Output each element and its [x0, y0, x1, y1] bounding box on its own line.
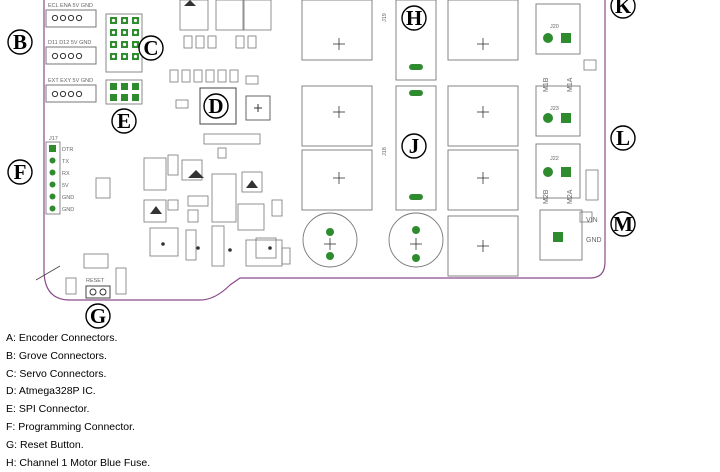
vin-label: VIN: [586, 217, 598, 224]
gnd-label: GND: [586, 237, 602, 244]
svg-text:L: L: [616, 126, 630, 150]
legend-item-b: B: Grove Connectors.: [6, 349, 107, 362]
j17-label: J17: [49, 136, 58, 142]
spi-connector: [105, 79, 143, 105]
callout-l: L: [610, 125, 636, 151]
enc-top-label: ECL ENA 5V GND: [48, 3, 93, 9]
callout-h: H: [401, 5, 427, 31]
svg-text:F: F: [14, 160, 27, 184]
svg-text:M: M: [613, 212, 633, 236]
prog-pin-0: DTR: [62, 147, 73, 153]
callout-m: M: [610, 211, 636, 237]
svg-text:G: G: [90, 304, 106, 328]
motor-fuse-area: [301, 0, 583, 277]
callout-c: C: [138, 35, 164, 61]
callout-b: B: [7, 29, 33, 55]
legend: A: Encoder Connectors. B: Grove Connecto…: [6, 330, 706, 472]
legend-item-g: G: Reset Button.: [6, 438, 84, 451]
prog-pin-5: GND: [62, 207, 74, 213]
legend-item-d: D: Atmega328P IC.: [6, 385, 96, 398]
passive-components: [65, 0, 599, 295]
legend-item-h: H: Channel 1 Motor Blue Fuse.: [6, 456, 151, 469]
callout-j: J: [401, 133, 427, 159]
component-markers: [150, 0, 272, 252]
plus-marks: [324, 38, 489, 252]
prog-pin-3: 5V: [62, 183, 69, 189]
j23-label: J23: [550, 106, 559, 112]
servo-connectors: [105, 13, 143, 73]
m2b-label: M2B: [543, 189, 550, 204]
legend-item-e: E: SPI Connector.: [6, 403, 90, 416]
atmega328p-ic: [199, 87, 271, 125]
svg-text:H: H: [406, 6, 422, 30]
prog-pin-1: TX: [62, 159, 69, 165]
legend-item-f: F: Programming Connector.: [6, 420, 135, 433]
m1b-label: M1B: [543, 77, 550, 92]
enc-low-label: EXT EXY 5V GND: [48, 78, 93, 84]
m2a-label: M2A: [567, 189, 574, 204]
prog-pin-2: RX: [62, 171, 70, 177]
prog-pin-4: GND: [62, 195, 74, 201]
pcb-layout-diagram: ECL ENA 5V GND D11 D12 5V GND EXT EXY 5V…: [7, 0, 636, 329]
encoder-connector-mid: D11 D12 5V GND: [45, 40, 97, 65]
reset-label: RESET: [86, 278, 105, 284]
callout-g: G: [85, 303, 111, 329]
svg-text:E: E: [117, 109, 131, 133]
callout-e: E: [111, 108, 137, 134]
encoder-connector-low: EXT EXY 5V GND: [45, 78, 97, 103]
legend-item-a: A: Encoder Connectors.: [6, 332, 118, 344]
callout-d: D: [203, 93, 229, 119]
encoder-connector-top: ECL ENA 5V GND: [45, 3, 97, 28]
enc-mid-label: D11 D12 5V GND: [48, 40, 91, 46]
svg-text:B: B: [13, 30, 27, 54]
board-outline: [43, 0, 606, 301]
j22-label: J22: [550, 156, 559, 162]
j20-label: J20: [550, 24, 559, 30]
pad-markers: [326, 33, 571, 262]
j18-label: J18: [382, 147, 388, 156]
callout-k: K: [610, 0, 636, 19]
m1a-label: M1A: [567, 77, 574, 92]
reset-button: RESET: [85, 278, 111, 299]
j19-label: J19: [382, 13, 388, 22]
svg-text:K: K: [615, 0, 632, 18]
svg-text:J: J: [409, 134, 420, 158]
board-corner-mark: [35, 265, 61, 281]
legend-item-c: C: Servo Connectors.: [6, 367, 107, 380]
programming-connector: J17 DTR TX RX 5V GND GND: [45, 136, 74, 215]
svg-text:C: C: [143, 36, 158, 60]
callout-f: F: [7, 159, 33, 185]
svg-text:D: D: [208, 94, 223, 118]
